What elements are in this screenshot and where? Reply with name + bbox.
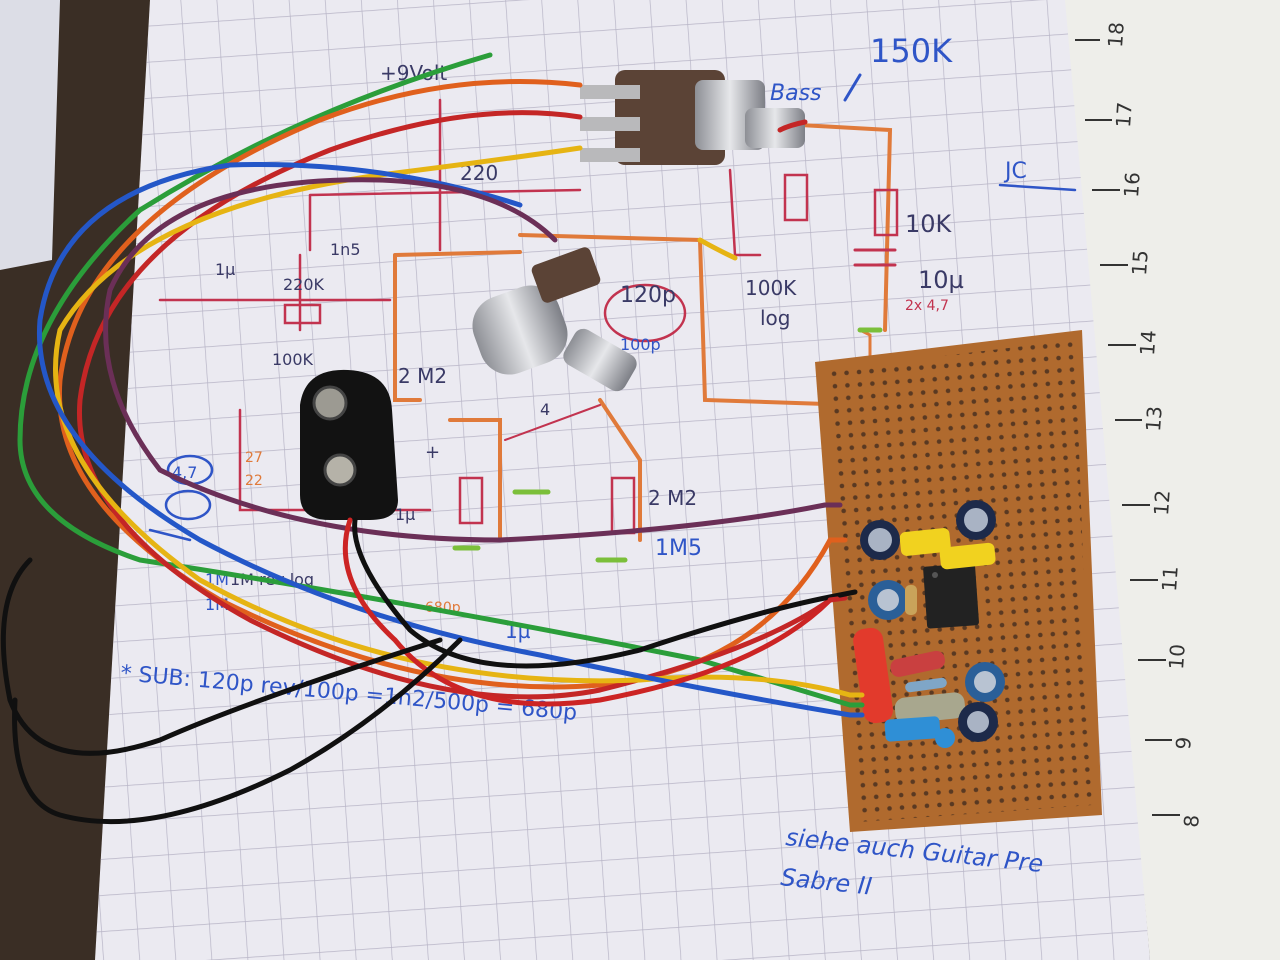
label-10u: 10µ <box>918 266 964 294</box>
label-100k: 100K <box>272 350 314 369</box>
label-1u-b: 1µ <box>395 505 415 524</box>
resistor <box>905 677 947 693</box>
ruler-number: 17 <box>1111 101 1137 128</box>
label-log: log <box>760 306 791 330</box>
label-2m2-b: 2 M2 <box>648 486 697 510</box>
label-1m5: 1M5 <box>655 536 702 561</box>
bass-potentiometer <box>580 70 805 165</box>
left-paper-scrap <box>0 0 60 270</box>
ruler-number: 9 <box>1171 736 1196 750</box>
label-pin4: 4 <box>540 400 550 419</box>
label-bass: Bass <box>770 81 822 106</box>
label-120p: 120p <box>620 283 676 308</box>
film-capacitor <box>939 542 996 570</box>
label-2m2: 2 M2 <box>398 364 447 388</box>
ruler <box>1065 0 1280 960</box>
resistor <box>905 585 917 615</box>
label-2x47: 2x 4,7 <box>905 298 949 314</box>
label-100p: 100p <box>620 335 661 354</box>
label-27: 27 <box>245 450 263 466</box>
wire-ends <box>822 502 865 718</box>
label-jc: JC <box>1003 159 1027 184</box>
ruler-numbers: 18 17 16 15 14 13 12 11 10 9 8 <box>1103 21 1204 828</box>
film-capacitor <box>890 650 945 677</box>
label-22: 22 <box>245 473 263 489</box>
film-capacitor <box>884 716 941 742</box>
label-150k: 150K <box>870 32 953 70</box>
ruler-number: 15 <box>1127 249 1153 276</box>
ruler-number: 16 <box>1119 171 1145 198</box>
label-plus: + <box>425 442 440 463</box>
stripboard <box>815 330 1102 832</box>
ruler-number: 14 <box>1135 329 1161 356</box>
schematic-drawing <box>148 73 1077 563</box>
ruler-number: 13 <box>1141 405 1167 432</box>
battery-clip <box>300 369 398 520</box>
wire-bundle <box>0 52 853 825</box>
ruler-number: 12 <box>1149 489 1175 516</box>
label-1u: 1µ <box>215 260 235 279</box>
film-capacitor <box>894 692 966 724</box>
small-capacitor <box>935 728 955 748</box>
ruler-number: 10 <box>1164 643 1190 670</box>
ruler-number: 18 <box>1103 21 1129 48</box>
ruler-number: 11 <box>1157 565 1183 592</box>
label-1n5: 1n5 <box>330 240 361 259</box>
label-100k-pot: 100K <box>745 276 797 300</box>
film-capacitor <box>853 627 893 724</box>
tone-potentiometer <box>472 247 637 392</box>
label-220k: 220K <box>283 275 325 294</box>
ruler-number: 8 <box>1179 814 1204 828</box>
ruler-ticks <box>1075 39 1180 816</box>
label-10k: 10K <box>905 210 953 238</box>
opamp-chip <box>923 563 979 629</box>
film-capacitor <box>899 528 951 556</box>
